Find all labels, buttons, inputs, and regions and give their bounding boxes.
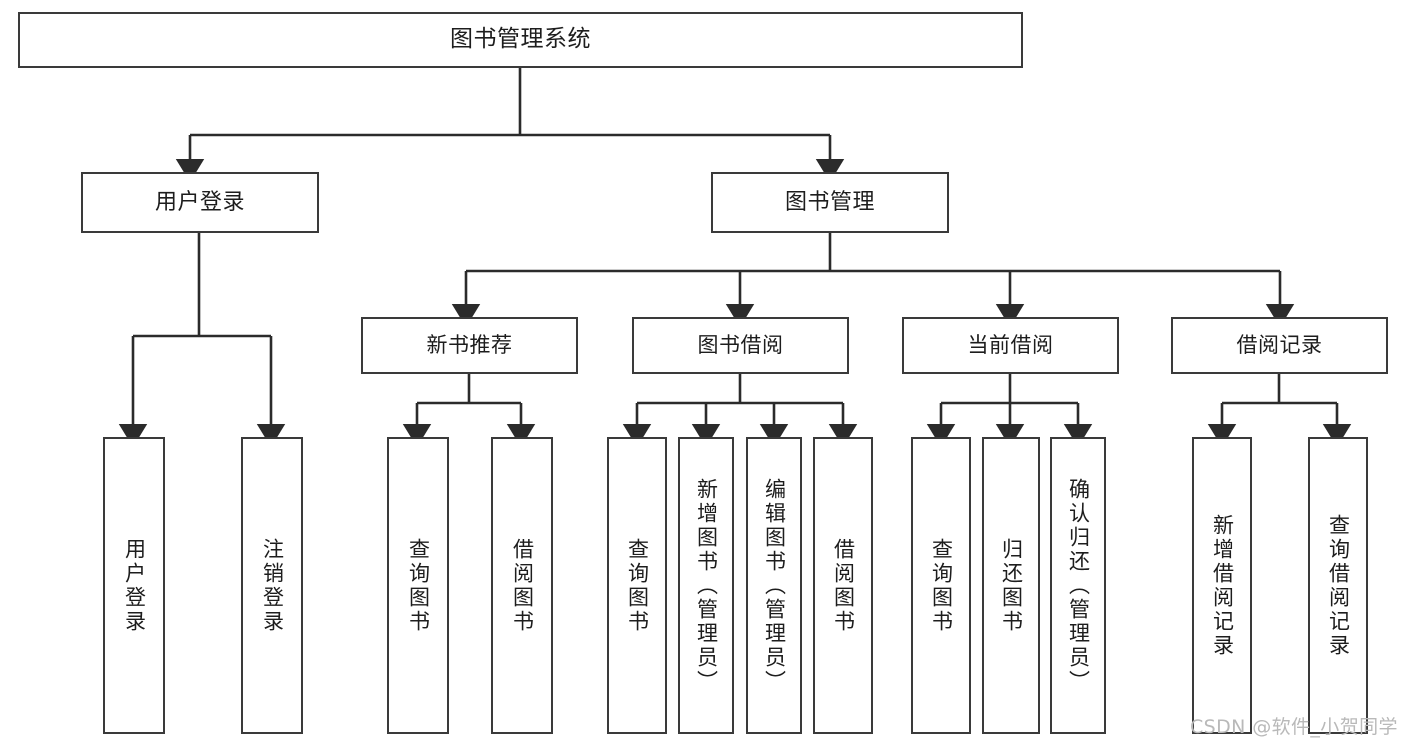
leaf-text-wrap: 查询图书	[389, 439, 447, 732]
node-new-book-recommend-label: 新书推荐	[426, 333, 513, 358]
leaf-text-wrap: 借阅图书	[493, 439, 551, 732]
node-leaf-new-book-query[interactable]: 查询图书	[387, 437, 449, 734]
node-leaf-current-borrow-confirm-label: 确认归还（管理员）	[1066, 477, 1091, 694]
node-leaf-book-borrow-borrow-label: 借阅图书	[831, 537, 856, 634]
node-current-borrow[interactable]: 当前借阅	[902, 317, 1119, 374]
node-leaf-book-borrow-borrow[interactable]: 借阅图书	[813, 437, 873, 734]
leaf-text-wrap: 查询借阅记录	[1310, 439, 1366, 732]
node-root-system[interactable]: 图书管理系统	[18, 12, 1023, 68]
node-leaf-borrow-record-add[interactable]: 新增借阅记录	[1192, 437, 1252, 734]
leaf-text-wrap: 编辑图书（管理员）	[748, 439, 800, 732]
node-leaf-book-borrow-edit-label: 编辑图书（管理员）	[762, 477, 787, 694]
node-leaf-book-borrow-query[interactable]: 查询图书	[607, 437, 667, 734]
node-book-borrow-label: 图书借阅	[697, 333, 784, 358]
node-leaf-user-login-logout[interactable]: 注销登录	[241, 437, 303, 734]
node-user-login[interactable]: 用户登录	[81, 172, 319, 233]
leaf-text-wrap: 确认归还（管理员）	[1052, 439, 1104, 732]
leaf-text-wrap: 归还图书	[984, 439, 1038, 732]
node-borrow-record[interactable]: 借阅记录	[1171, 317, 1388, 374]
node-leaf-book-borrow-add[interactable]: 新增图书（管理员）	[678, 437, 734, 734]
node-leaf-user-login-logout-label: 注销登录	[260, 537, 285, 634]
node-leaf-user-login-login-label: 用户登录	[122, 537, 147, 634]
node-new-book-recommend[interactable]: 新书推荐	[361, 317, 578, 374]
node-book-manage[interactable]: 图书管理	[711, 172, 949, 233]
node-leaf-borrow-record-query[interactable]: 查询借阅记录	[1308, 437, 1368, 734]
csdn-watermark: CSDN @软件_小贺同学	[1190, 716, 1398, 738]
leaf-text-wrap: 查询图书	[609, 439, 665, 732]
node-book-manage-label: 图书管理	[784, 189, 875, 215]
node-leaf-user-login-login[interactable]: 用户登录	[103, 437, 165, 734]
node-leaf-borrow-record-query-label: 查询借阅记录	[1326, 513, 1351, 658]
node-leaf-current-borrow-query-label: 查询图书	[929, 537, 954, 634]
node-root-system-label: 图书管理系统	[450, 26, 591, 53]
node-current-borrow-label: 当前借阅	[967, 333, 1054, 358]
leaf-text-wrap: 新增图书（管理员）	[680, 439, 732, 732]
node-leaf-current-borrow-confirm[interactable]: 确认归还（管理员）	[1050, 437, 1106, 734]
node-leaf-book-borrow-add-label: 新增图书（管理员）	[694, 477, 719, 694]
node-borrow-record-label: 借阅记录	[1236, 333, 1323, 358]
node-leaf-new-book-query-label: 查询图书	[406, 537, 431, 634]
node-user-login-label: 用户登录	[154, 189, 245, 215]
node-leaf-book-borrow-edit[interactable]: 编辑图书（管理员）	[746, 437, 802, 734]
node-leaf-new-book-borrow-label: 借阅图书	[510, 537, 535, 634]
node-leaf-current-borrow-query[interactable]: 查询图书	[911, 437, 971, 734]
leaf-text-wrap: 借阅图书	[815, 439, 871, 732]
node-leaf-new-book-borrow[interactable]: 借阅图书	[491, 437, 553, 734]
leaf-text-wrap: 用户登录	[105, 439, 163, 732]
leaf-text-wrap: 查询图书	[913, 439, 969, 732]
node-book-borrow[interactable]: 图书借阅	[632, 317, 849, 374]
node-leaf-current-borrow-return[interactable]: 归还图书	[982, 437, 1040, 734]
leaf-text-wrap: 注销登录	[243, 439, 301, 732]
leaf-text-wrap: 新增借阅记录	[1194, 439, 1250, 732]
node-leaf-current-borrow-return-label: 归还图书	[999, 537, 1024, 634]
node-leaf-borrow-record-add-label: 新增借阅记录	[1210, 513, 1235, 658]
node-leaf-book-borrow-query-label: 查询图书	[625, 537, 650, 634]
